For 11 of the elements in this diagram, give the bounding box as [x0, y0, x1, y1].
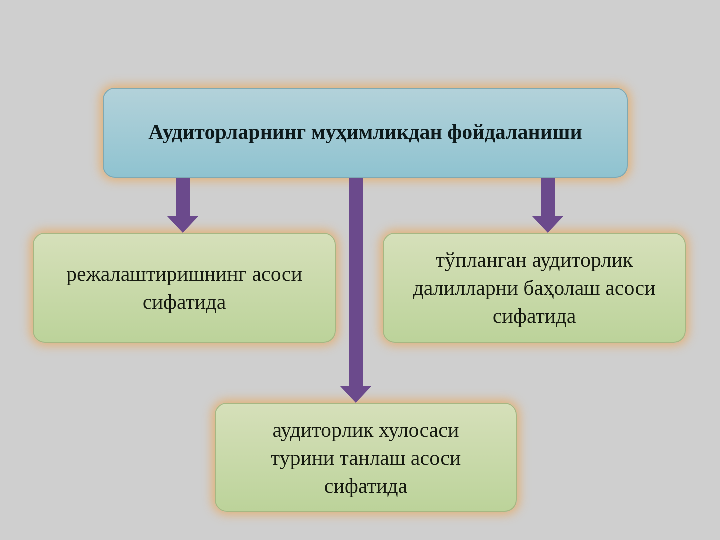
process-box [33, 233, 336, 343]
node-text: Аудиторларнинг муҳимликдан фойдаланиши [148, 119, 582, 146]
node-text: режалаштиришнинг асоси сифатида [66, 261, 304, 316]
arrow [167, 178, 199, 233]
arrow [340, 178, 372, 403]
node-text: аудиторлик хулосаси турини танлаш асоси сифатида [270, 416, 462, 500]
process-box [215, 403, 517, 512]
title-box [103, 88, 628, 178]
arrow [532, 178, 564, 233]
process-box [383, 233, 686, 343]
node-text: тўпланган аудиторлик далилларни баҳолаш асоси сифатида [412, 247, 657, 330]
